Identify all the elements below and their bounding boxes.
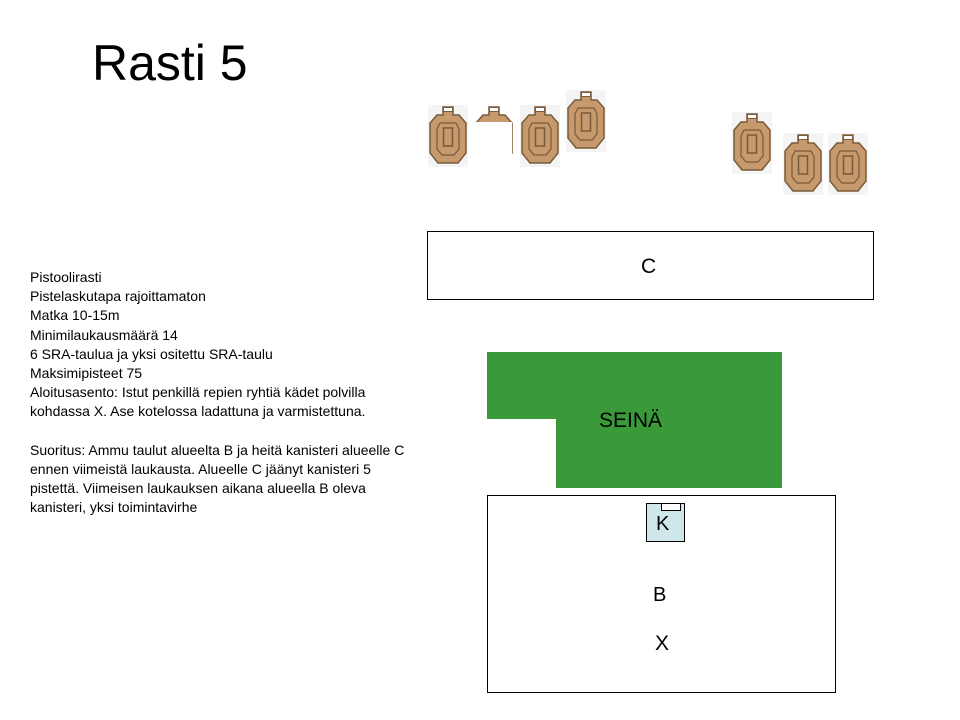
start-position-label: X bbox=[655, 632, 670, 655]
targets-group bbox=[428, 90, 868, 195]
description-line: 6 SRA-taulua ja yksi ositettu SRA-taulu bbox=[30, 345, 273, 362]
page-title: Rasti 5 bbox=[92, 35, 248, 91]
canister-label: K bbox=[656, 513, 670, 535]
canister: K bbox=[646, 503, 685, 542]
target-2-partial bbox=[474, 106, 513, 168]
target-5 bbox=[732, 112, 772, 174]
description-line: pistettä. Viimeisen laukauksen aikana al… bbox=[30, 480, 366, 497]
canister-cap bbox=[661, 503, 681, 511]
area-c-label: C bbox=[641, 255, 657, 278]
target-6 bbox=[783, 133, 823, 195]
area-b-label: B bbox=[653, 584, 667, 606]
target-3 bbox=[520, 105, 560, 167]
description-line: kanisteri, yksi toimintavirhe bbox=[30, 499, 198, 516]
description-line: Matka 10-15m bbox=[30, 307, 120, 324]
description-line: kohdassa X. Ase kotelossa ladattuna ja v… bbox=[30, 403, 366, 420]
target-7 bbox=[828, 133, 868, 195]
description-line: Suoritus: Ammu taulut alueelta B ja heit… bbox=[30, 441, 405, 458]
area-c: C bbox=[427, 231, 874, 300]
description-line: Aloitusasento: Istut penkillä repien ryh… bbox=[30, 384, 366, 401]
target-1 bbox=[428, 105, 468, 167]
description-line: Maksimipisteet 75 bbox=[30, 365, 143, 382]
description-line: Pistoolirasti bbox=[30, 269, 102, 285]
description-line: Minimilaukausmäärä 14 bbox=[30, 326, 178, 343]
wall bbox=[487, 352, 782, 488]
description-line: Pistelaskutapa rajoittamaton bbox=[30, 288, 206, 305]
target-4 bbox=[566, 90, 606, 152]
description-line: ennen viimeistä laukausta. Alueelle C jä… bbox=[30, 461, 371, 478]
wall-label: SEINÄ bbox=[599, 409, 663, 432]
description-line bbox=[30, 422, 470, 441]
